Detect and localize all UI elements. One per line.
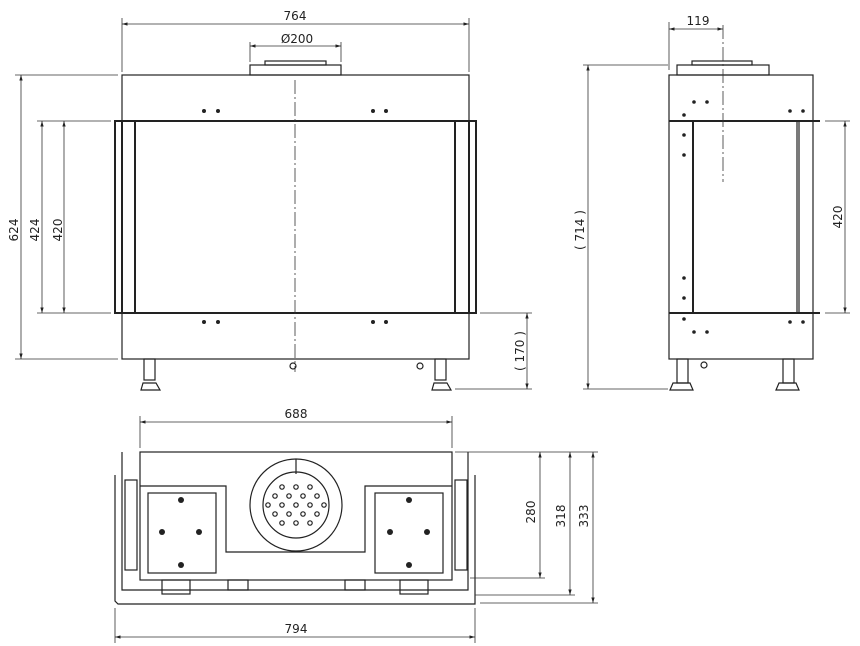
dim-280: 280 <box>524 501 538 524</box>
dim-624: 624 <box>7 219 21 242</box>
dim-420-front: 420 <box>51 219 65 242</box>
dim-119: 119 <box>687 14 710 28</box>
dim-424: 424 <box>28 219 42 242</box>
dim-688: 688 <box>285 407 308 421</box>
dim-794: 794 <box>285 622 308 636</box>
dim-flue-diameter: Ø200 <box>281 32 313 46</box>
dim-420-side: 420 <box>831 206 845 229</box>
dim-170: ( 170 ) <box>513 331 527 371</box>
dim-764: 764 <box>284 9 307 23</box>
side-view: 119 ( 714 ) 420 <box>573 14 850 391</box>
dim-318: 318 <box>554 505 568 528</box>
dim-333: 333 <box>577 505 591 528</box>
top-view: 688 794 280 318 333 <box>114 407 598 643</box>
front-view: 764 Ø200 624 424 420 ( 170 ) <box>7 9 532 391</box>
dim-714: ( 714 ) <box>573 210 587 250</box>
